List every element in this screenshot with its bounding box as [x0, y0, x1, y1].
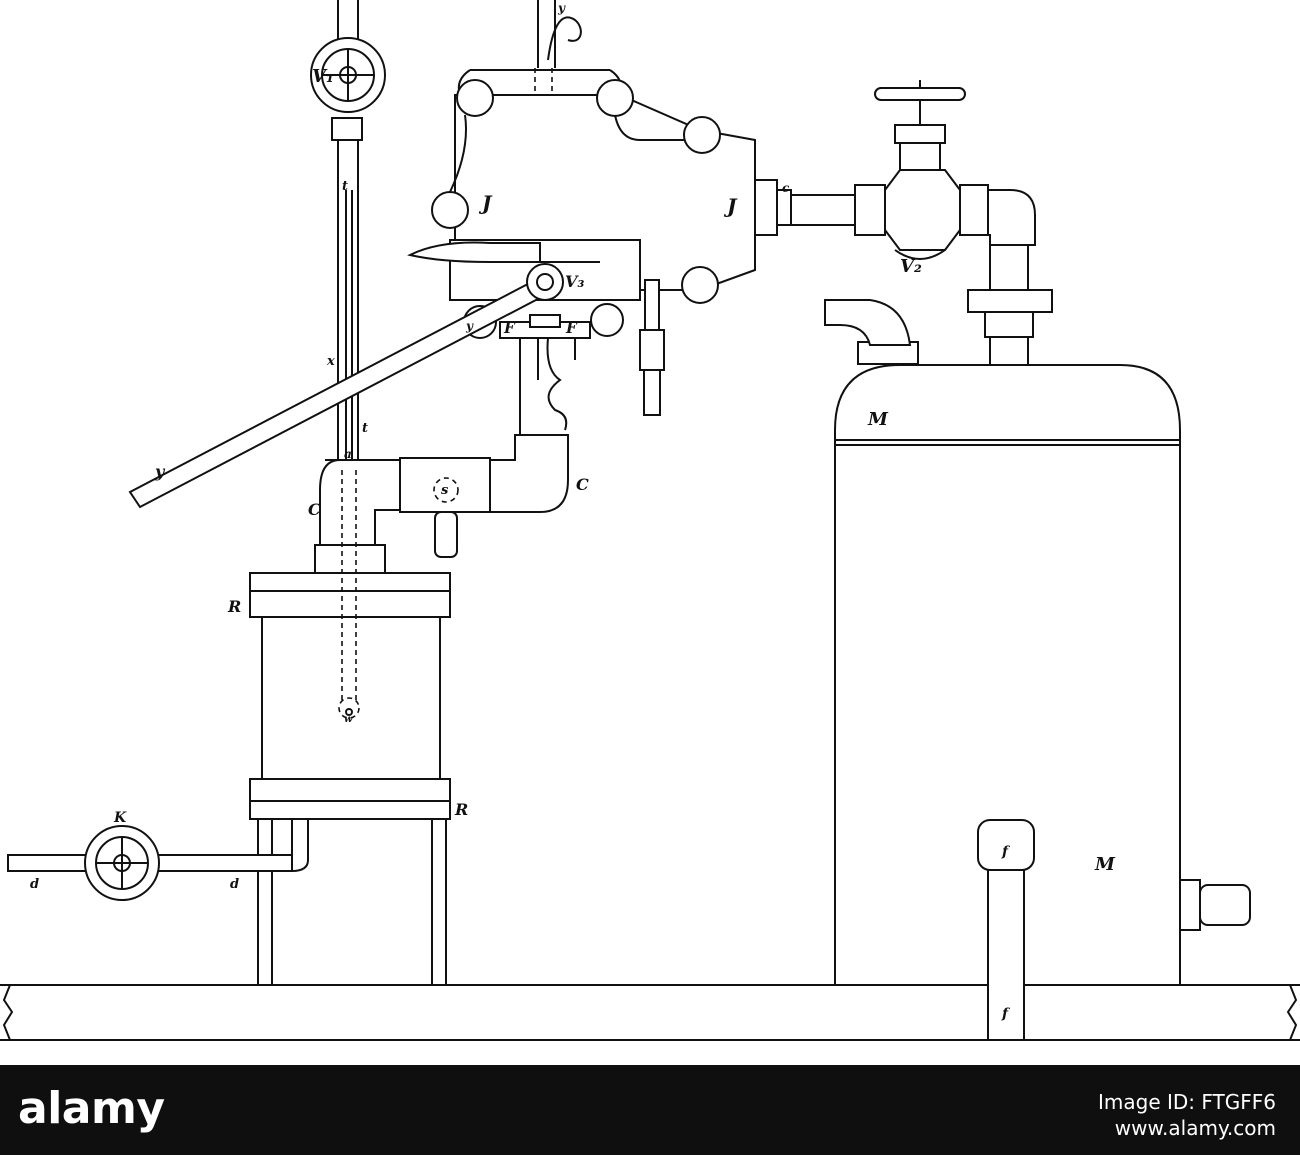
label-v2: V₂ — [900, 256, 922, 277]
label-v3: V₃ — [565, 272, 584, 291]
stock-watermark-bar: alamy Image ID: FTGFF6 www.alamy.com — [0, 1065, 1300, 1155]
lever-y — [128, 263, 564, 509]
apparatus-drawing: V₁ V₂ V₃ J J M M R R K C C F F s y y y t… — [0, 0, 1300, 1041]
valve-k — [84, 825, 160, 901]
label-v1: V₁ — [312, 66, 334, 87]
label-s: s — [441, 483, 449, 498]
label-t-top: t — [342, 179, 348, 194]
label-w: w — [344, 714, 353, 725]
outlet-pipe-f — [977, 819, 1035, 1041]
label-c-left: C — [308, 500, 321, 519]
label-f-right: F — [565, 319, 578, 337]
label-y-lever: y — [154, 462, 166, 481]
apparatus-diagram: V₁ V₂ V₃ J J M M R R K C C F F s y y y t… — [0, 0, 1300, 1041]
label-f-left: F — [503, 319, 516, 337]
contacts-f — [499, 279, 665, 435]
label-x: x — [326, 354, 335, 369]
base-board — [0, 984, 1300, 1041]
image-id-text: Image ID: FTGFF6 — [1098, 1090, 1276, 1114]
bent-pipe-c — [314, 434, 569, 574]
label-c: c — [782, 181, 790, 195]
label-m-top: M — [867, 409, 889, 430]
cylinder-r — [249, 470, 451, 985]
label-a: a — [344, 447, 352, 461]
vertical-pipe-v1 — [331, 0, 363, 470]
tank-m — [824, 299, 1251, 986]
stock-info: Image ID: FTGFF6 www.alamy.com — [1098, 1089, 1276, 1141]
label-y-top: y — [557, 1, 566, 15]
label-c-right: C — [576, 475, 589, 494]
label-j-left: J — [478, 191, 493, 215]
label-f-bottom: f — [1001, 1006, 1011, 1022]
stock-logo: alamy — [18, 1083, 165, 1134]
label-y-small: y — [465, 319, 474, 333]
inlet-pipe-d — [7, 818, 309, 873]
label-r-top: R — [227, 597, 241, 616]
label-k: K — [113, 810, 127, 826]
pipe-to-v2 — [790, 169, 1053, 368]
label-r-bottom: R — [454, 800, 468, 819]
stock-url-text: www.alamy.com — [1114, 1116, 1276, 1140]
label-t-mid: t — [362, 421, 368, 436]
label-f-top: f — [1001, 844, 1011, 860]
label-j-right: J — [723, 194, 738, 218]
valve-v1 — [310, 37, 386, 113]
label-d-left: d — [30, 877, 39, 892]
valve-v2 — [874, 80, 966, 260]
label-m-bottom: M — [1094, 854, 1116, 875]
label-d-right: d — [230, 877, 239, 892]
